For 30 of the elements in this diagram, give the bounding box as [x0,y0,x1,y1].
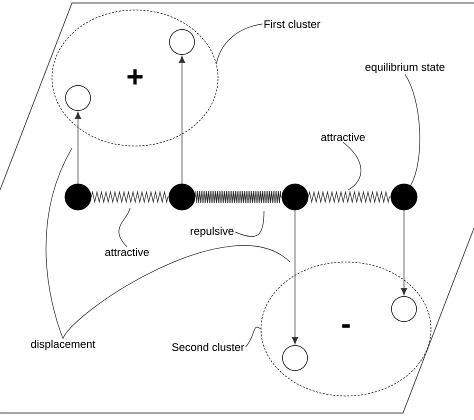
arrow [400,210,408,296]
ball [168,184,196,210]
callout-text: Second cluster [172,342,244,352]
callout-text: attractive [105,248,149,256]
callout-text: First cluster [264,20,320,28]
leader-line [216,24,263,64]
leader-line [342,142,362,190]
leader-line [404,74,420,186]
spring [308,190,391,204]
arrow [178,56,186,184]
leader-line [62,246,290,340]
callout-text: displacement [31,340,96,350]
leader-line [46,148,72,340]
leader-line [118,208,130,248]
arrow [292,210,298,344]
leader-line [245,326,262,348]
spring [91,190,169,204]
spring [195,190,282,204]
open-circle [169,29,195,55]
leader-line [234,210,264,237]
open-circle [65,85,91,111]
ball [390,184,418,210]
callout-text: repulsive [190,226,234,238]
callout-text: equilibrium state [365,62,445,74]
ball [282,184,308,210]
open-circle [282,345,308,371]
ball [64,184,92,210]
open-circle [391,296,417,322]
arrow [74,112,82,184]
callout-text: attractive [321,132,365,142]
